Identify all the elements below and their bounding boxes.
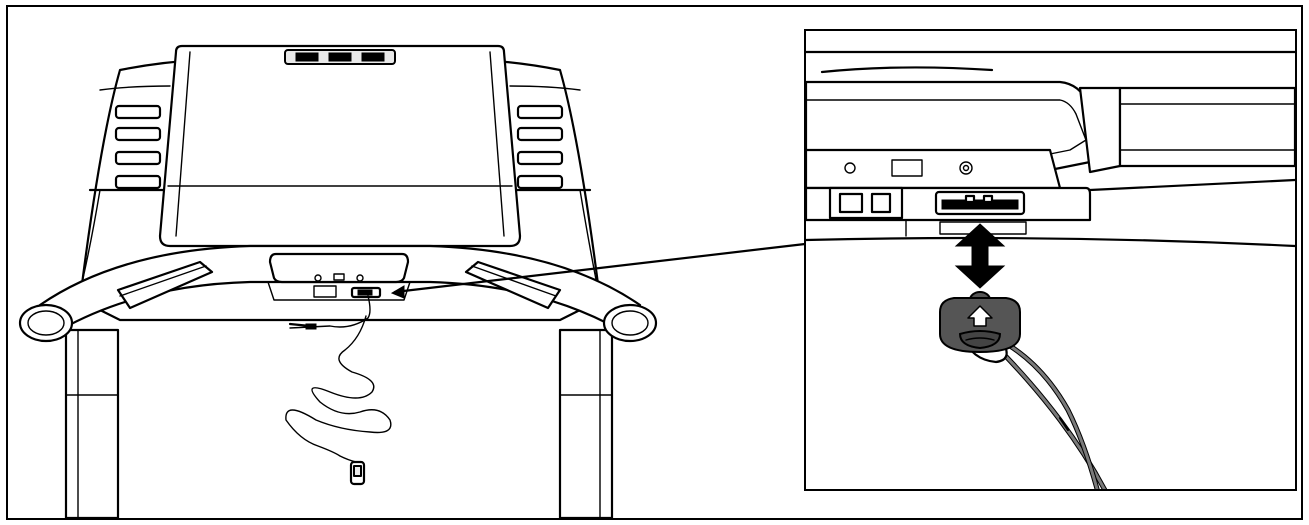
double-arrow-icon xyxy=(954,223,1006,289)
left-upright xyxy=(64,328,120,520)
arrow-up-icon xyxy=(967,305,993,327)
lower-console xyxy=(267,252,411,301)
right-vents xyxy=(516,104,564,190)
treadmill-overview xyxy=(18,44,807,520)
detail-inset xyxy=(804,29,1297,491)
right-grip xyxy=(602,303,658,343)
right-upright xyxy=(558,328,614,520)
overview-pointer-arrow xyxy=(390,242,807,299)
safety-key-slot xyxy=(934,190,1026,216)
safety-key xyxy=(939,291,1021,354)
left-grip xyxy=(18,303,74,343)
safety-cord-overview xyxy=(285,295,392,486)
display-screen xyxy=(158,44,522,248)
left-vents xyxy=(114,104,162,190)
